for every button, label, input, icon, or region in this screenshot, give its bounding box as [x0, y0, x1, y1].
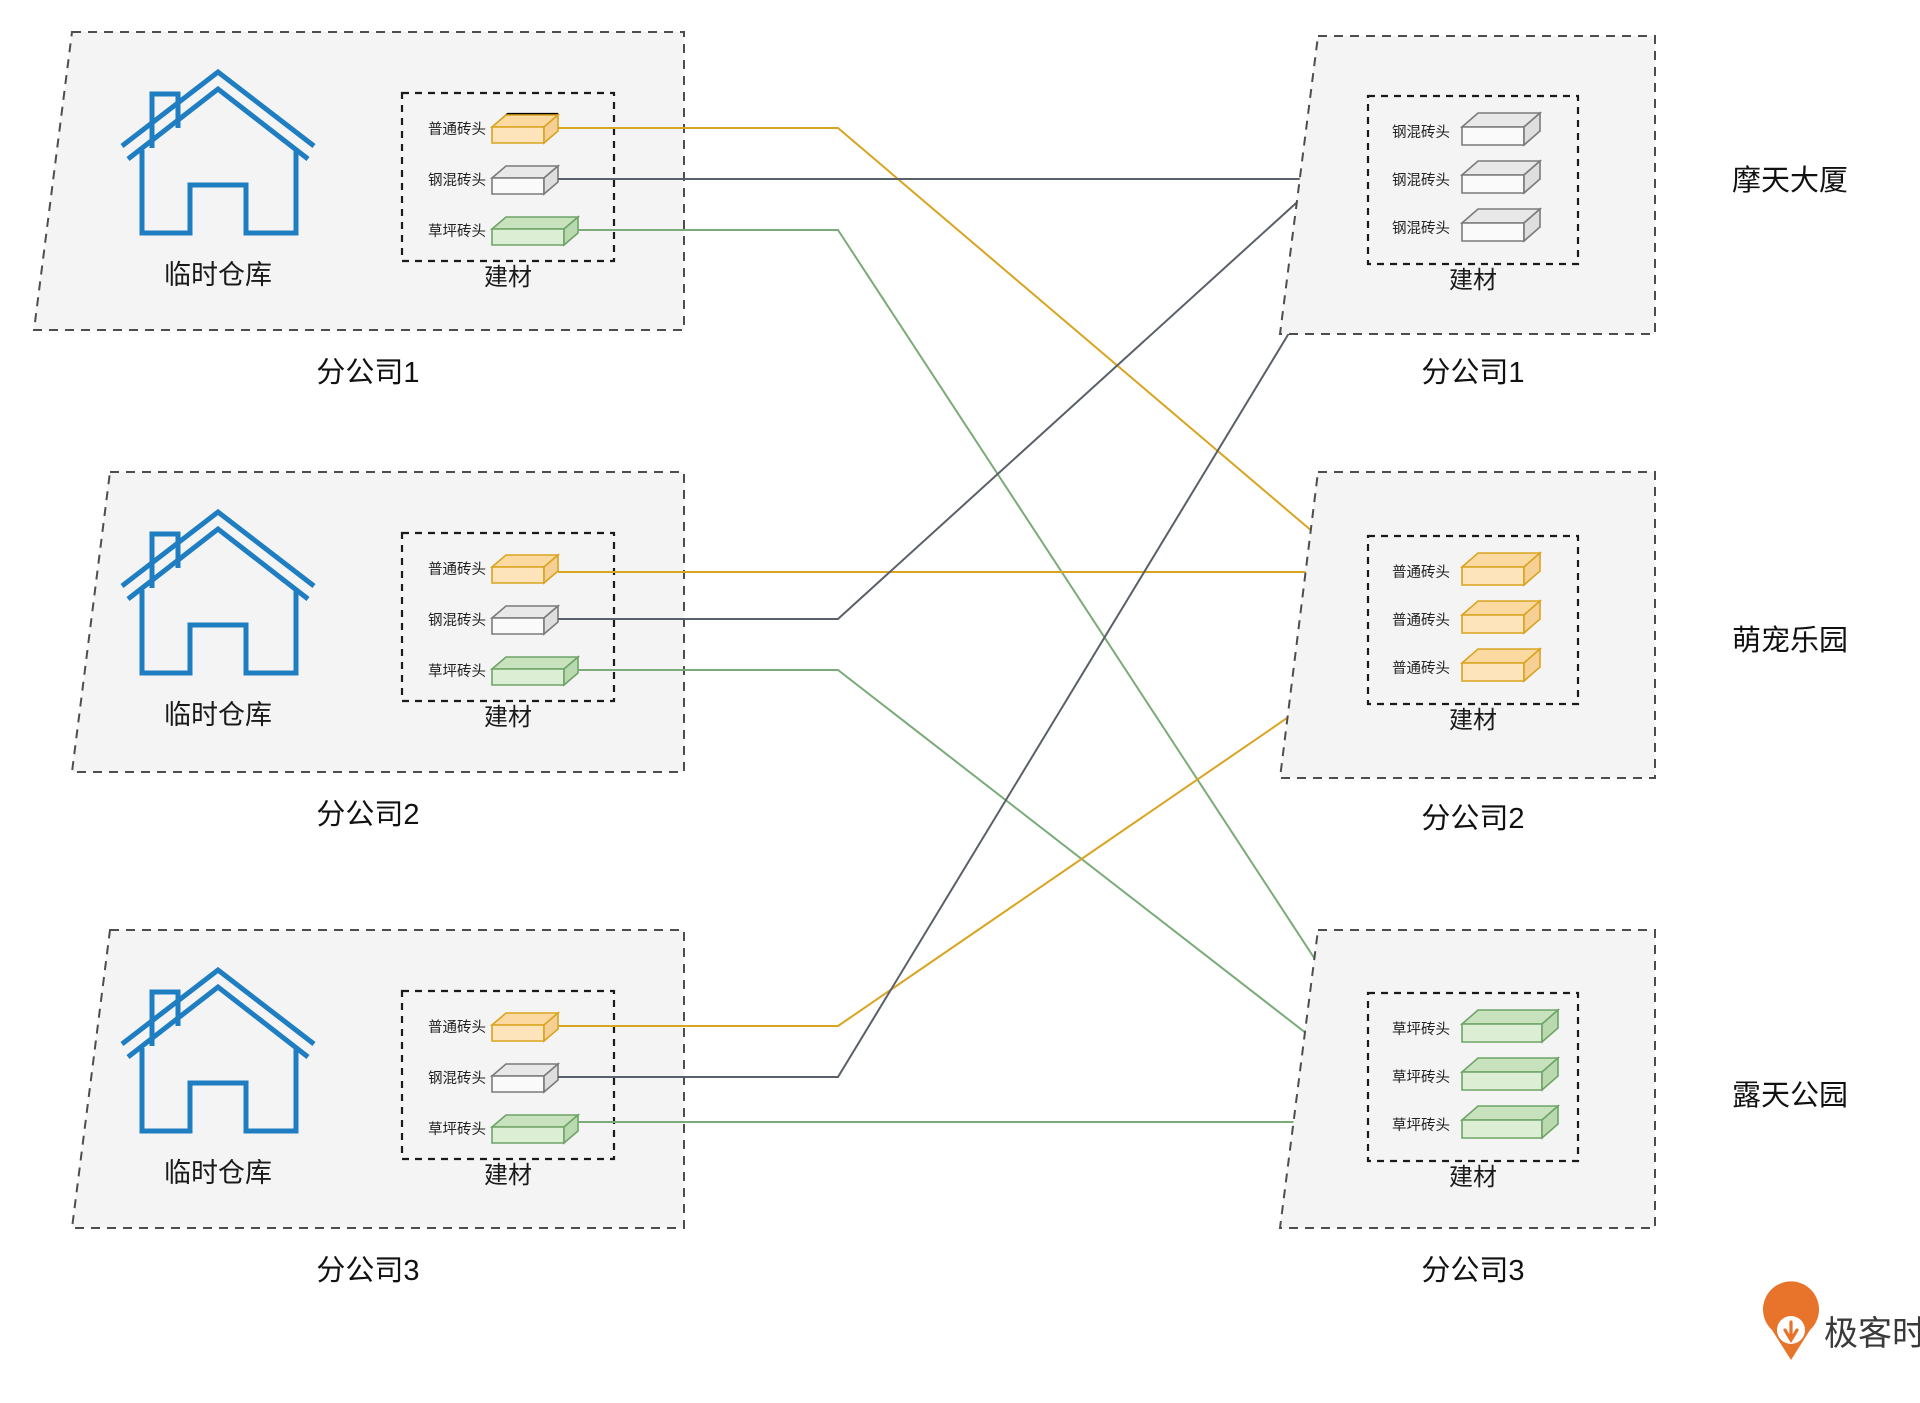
target-3-item-0-label: 草坪砖头: [1392, 1021, 1450, 1038]
source-3-item-0-brick: [489, 1011, 561, 1043]
materials-label-2: 建材: [484, 704, 532, 731]
target-2-item-0-brick: [1459, 551, 1543, 587]
source-3-item-1-brick: [489, 1062, 561, 1094]
flow-src1-ordinary-to-dst2: [558, 127, 1362, 573]
source-panel-2[interactable]: 临时仓库 普通砖头 钢混砖头 草坪砖头 建材: [70, 471, 685, 773]
target-3-item-0-brick: [1459, 1008, 1561, 1044]
target-material-box-1: [1366, 94, 1580, 266]
project-label-3: 露天公园: [1732, 1080, 1848, 1112]
warehouse-icon-1: [120, 68, 316, 236]
target-1-item-0-brick: [1459, 111, 1543, 147]
project-label-2: 萌宠乐园: [1732, 624, 1848, 657]
warehouse-label-3: 临时仓库: [164, 1158, 272, 1188]
target-company-label-1: 分公司1: [1421, 357, 1524, 389]
material-box-3: [400, 989, 616, 1161]
target-materials-label-2: 建材: [1449, 707, 1497, 734]
source-2-item-0-brick: [489, 553, 561, 585]
material-box-2: [400, 531, 616, 703]
target-panel-3[interactable]: 草坪砖头 草坪砖头 草坪砖头 建材: [1278, 929, 1656, 1229]
source-2-item-0-label: 普通砖头: [428, 561, 486, 578]
watermark-text: 极客时间: [1824, 1315, 1920, 1353]
materials-label-1: 建材: [484, 264, 532, 291]
source-2-item-1-label: 钢混砖头: [428, 612, 486, 629]
source-panel-1[interactable]: 临时仓库 普通砖头 钢混砖头 草坪砖头 建材: [32, 31, 685, 331]
source-1-item-1-label: 钢混砖头: [428, 172, 486, 189]
target-1-item-2-brick: [1459, 207, 1543, 243]
target-3-item-1-brick: [1459, 1056, 1561, 1092]
watermark: 极客时间: [1763, 1281, 1920, 1360]
target-2-item-1-brick: [1459, 599, 1543, 635]
target-3-item-2-label: 草坪砖头: [1392, 1117, 1450, 1134]
flow-src3-concrete-to-dst1: [558, 214, 1361, 1078]
flow-src1-lawn-to-dst3: [578, 229, 1361, 1030]
target-materials-label-3: 建材: [1449, 1164, 1497, 1191]
source-3-item-2-brick: [489, 1113, 581, 1145]
source-panel-3[interactable]: 临时仓库 普通砖头 钢混砖头 草坪砖头 建材: [70, 929, 685, 1229]
target-2-item-1-label: 普通砖头: [1392, 612, 1450, 629]
target-2-item-0-label: 普通砖头: [1392, 564, 1450, 581]
target-1-item-1-brick: [1459, 159, 1543, 195]
target-material-box-2: [1366, 534, 1580, 706]
target-material-box-3: [1366, 991, 1580, 1163]
source-1-item-2-label: 草坪砖头: [428, 223, 486, 240]
warehouse-icon-3: [120, 966, 316, 1134]
target-1-item-1-label: 钢混砖头: [1392, 172, 1450, 189]
flow-lines: [558, 127, 1367, 1129]
material-box-1: [400, 91, 616, 263]
source-1-item-0-label: 普通砖头: [428, 121, 486, 138]
source-panel-2-frame: [70, 471, 685, 773]
target-2-item-2-brick: [1459, 647, 1543, 683]
target-panel-1[interactable]: 钢混砖头 钢混砖头 钢混砖头 建材: [1278, 35, 1656, 335]
materials-label-3: 建材: [484, 1162, 532, 1189]
source-panel-3-frame: [70, 929, 685, 1229]
target-2-item-2-label: 普通砖头: [1392, 660, 1450, 677]
source-1-item-1-brick: [489, 164, 561, 196]
source-3-item-1-label: 钢混砖头: [428, 1070, 486, 1087]
source-3-item-0-label: 普通砖头: [428, 1019, 486, 1036]
source-2-item-1-brick: [489, 604, 561, 636]
flow-src2-lawn-to-dst3: [578, 669, 1362, 1076]
source-company-label-1: 分公司1: [316, 357, 419, 389]
warehouse-label-1: 临时仓库: [164, 260, 272, 290]
target-3-item-2-brick: [1459, 1104, 1561, 1140]
source-3-item-2-label: 草坪砖头: [428, 1121, 486, 1138]
source-company-label-3: 分公司3: [316, 1255, 419, 1287]
flow-src2-concrete-to-dst1: [558, 144, 1362, 620]
target-company-label-2: 分公司2: [1421, 803, 1524, 835]
target-company-label-3: 分公司3: [1421, 1255, 1524, 1287]
project-label-1: 摩天大厦: [1732, 164, 1848, 197]
warehouse-icon-2: [120, 508, 316, 676]
source-panel-1-frame: [32, 31, 685, 331]
source-1-item-0-brick: [489, 112, 561, 145]
target-materials-label-1: 建材: [1449, 267, 1497, 294]
target-1-item-2-label: 钢混砖头: [1392, 220, 1450, 237]
target-panel-2[interactable]: 普通砖头 普通砖头 普通砖头 建材: [1278, 471, 1656, 779]
source-1-item-2-brick: [489, 215, 581, 247]
flow-src3-ordinary-to-dst2: [558, 667, 1362, 1027]
warehouse-label-2: 临时仓库: [164, 700, 272, 730]
source-2-item-2-brick: [489, 655, 581, 687]
target-3-item-1-label: 草坪砖头: [1392, 1069, 1450, 1086]
source-company-label-2: 分公司2: [316, 799, 419, 831]
target-1-item-0-label: 钢混砖头: [1392, 124, 1450, 141]
source-2-item-2-label: 草坪砖头: [428, 663, 486, 680]
